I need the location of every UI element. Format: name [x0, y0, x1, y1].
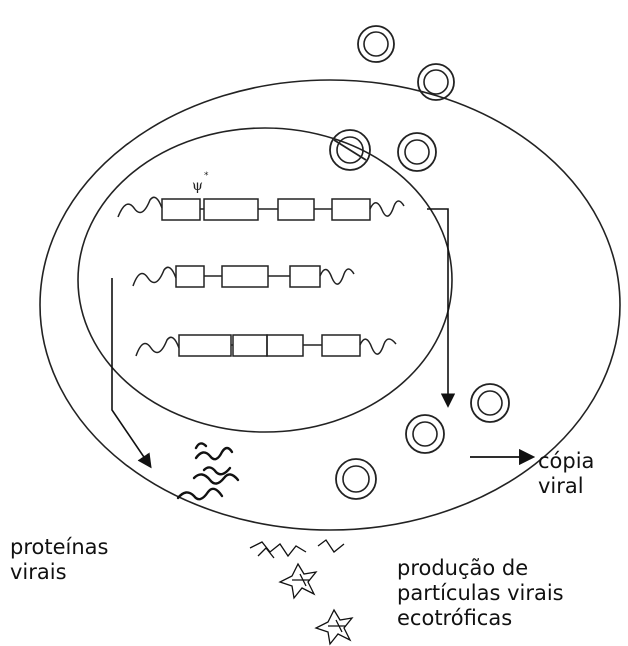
psi-symbol: ψ	[192, 178, 203, 194]
viral-particle	[330, 130, 370, 170]
viral-particle	[406, 415, 444, 453]
label-particle-production: produção de partículas virais ecotrófica…	[397, 556, 564, 631]
label-viral-proteins-line-1: proteínas	[10, 535, 108, 560]
viral-particle	[358, 26, 394, 62]
label-viral-copy: cópia viral	[538, 449, 594, 499]
provirus-line-2	[133, 266, 354, 287]
provirus-line-3	[136, 335, 396, 356]
ecotropic-particle-2	[316, 610, 352, 644]
label-particle-production-line-2: partículas virais	[397, 581, 564, 606]
label-viral-copy-line-2: viral	[538, 474, 594, 499]
provirus-line-1	[118, 197, 404, 220]
ecotropic-particle-1	[280, 564, 316, 598]
label-particle-production-line-1: produção de	[397, 556, 564, 581]
label-viral-proteins-line-2: virais	[10, 560, 108, 585]
psi-star: *	[204, 171, 209, 181]
viral-particle	[336, 459, 376, 499]
viral-particle	[398, 133, 436, 171]
label-viral-copy-line-1: cópia	[538, 449, 594, 474]
label-particle-production-line-3: ecotróficas	[397, 606, 564, 631]
viral-particle	[418, 64, 454, 100]
nucleus	[78, 128, 452, 432]
viral-protein-squiggles	[178, 443, 238, 499]
arrow-to-viral-proteins	[112, 278, 150, 466]
budding-particle	[250, 540, 344, 558]
viral-particle	[471, 384, 509, 422]
label-viral-proteins: proteínas virais	[10, 535, 108, 585]
